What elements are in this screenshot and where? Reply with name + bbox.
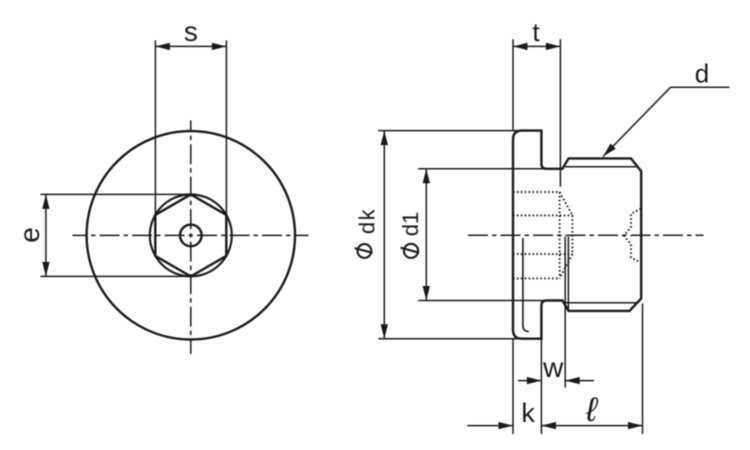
svg-text:d1: d1 [398, 212, 423, 236]
svg-text:ℓ: ℓ [585, 391, 599, 429]
svg-text:dk: dk [355, 208, 380, 234]
svg-text:k: k [521, 398, 535, 428]
svg-text:w: w [542, 352, 564, 383]
svg-text:t: t [532, 17, 540, 47]
svg-text:d: d [695, 59, 709, 89]
svg-text:e: e [14, 227, 45, 243]
svg-text:s: s [184, 16, 198, 47]
